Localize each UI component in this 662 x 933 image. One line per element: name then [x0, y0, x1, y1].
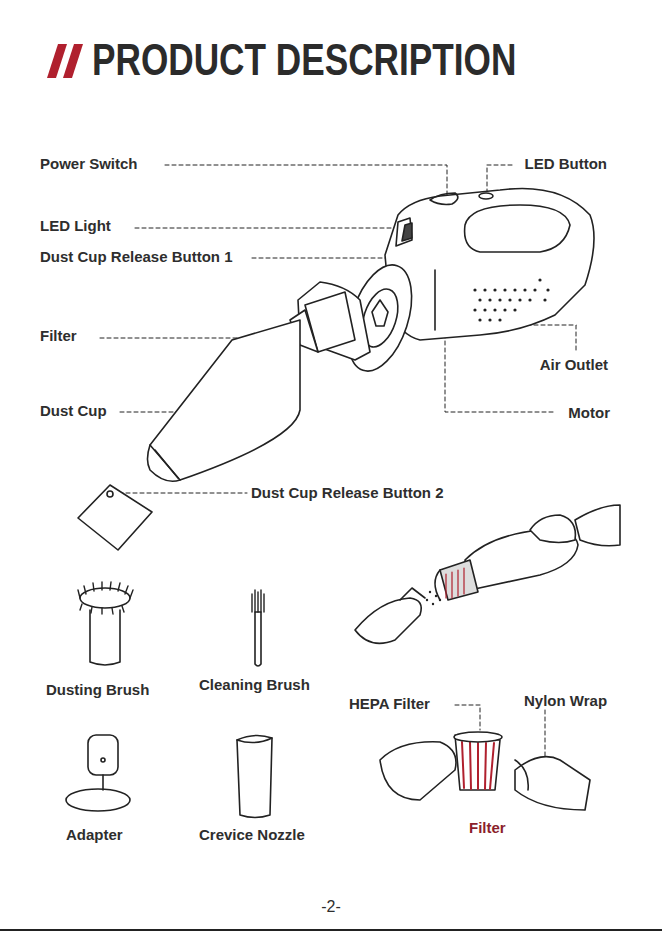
- part-label: Nylon Wrap: [524, 692, 607, 710]
- part-label: Adapter: [66, 826, 123, 844]
- part-label: LED Button: [525, 155, 607, 173]
- part-label: Power Switch: [40, 155, 138, 173]
- part-label: Dust Cup Release Button 2: [251, 484, 444, 502]
- part-label: Cleaning Brush: [199, 676, 310, 694]
- part-label: Filter: [40, 327, 77, 345]
- part-label: Crevice Nozzle: [199, 826, 305, 844]
- part-label: Dusting Brush: [46, 681, 149, 699]
- part-label: Filter: [469, 819, 506, 837]
- part-label: HEPA Filter: [349, 695, 430, 713]
- part-label: Dust Cup: [40, 402, 107, 420]
- part-label: Air Outlet: [540, 356, 608, 374]
- part-label: Motor: [568, 404, 610, 422]
- page-title: PRODUCT DESCRIPTION: [92, 34, 516, 86]
- part-label: Dust Cup Release Button 1: [40, 248, 233, 266]
- page-number: -2-: [321, 898, 341, 916]
- part-label: LED Light: [40, 217, 111, 235]
